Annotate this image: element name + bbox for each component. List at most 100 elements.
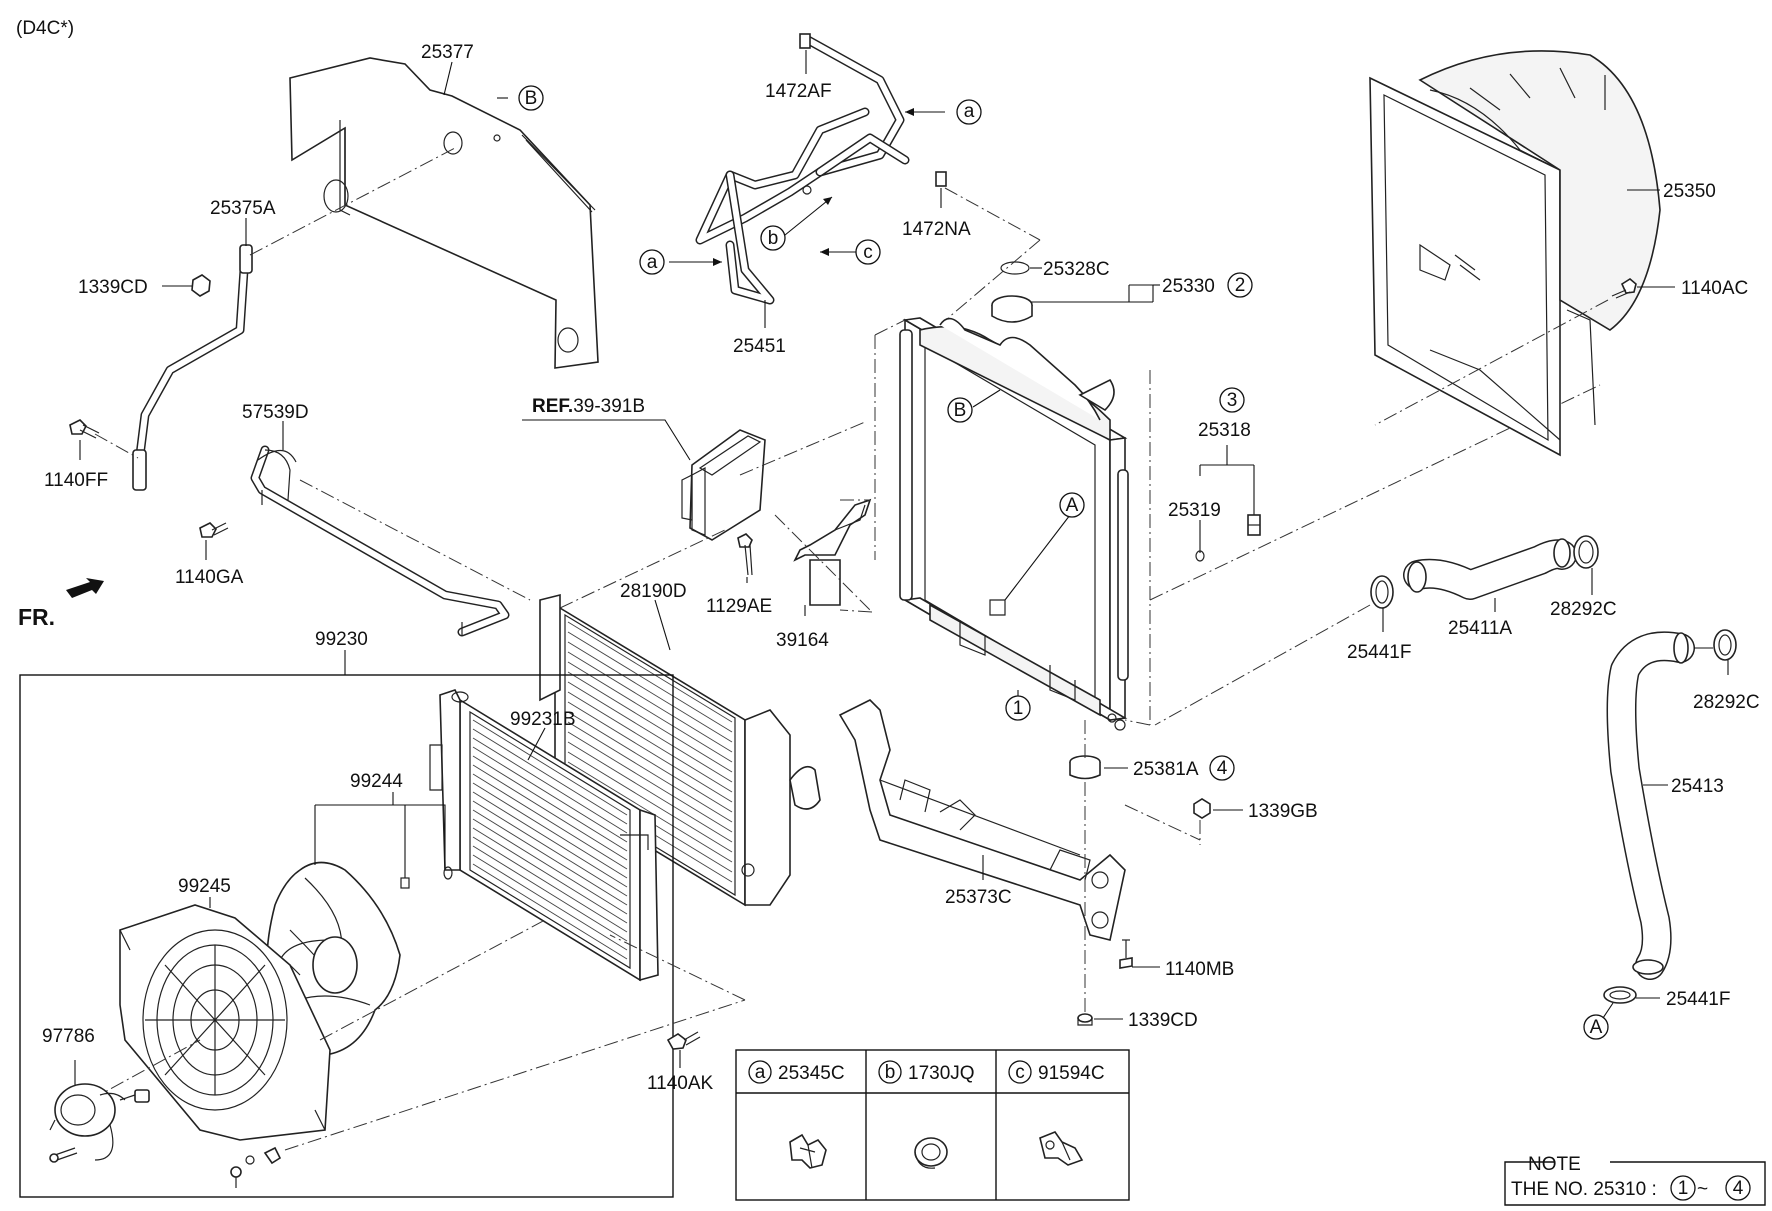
bolt-1129AE [737,533,753,576]
label-1140AK: 1140AK [647,1073,714,1094]
label-99230: 99230 [315,629,368,650]
label-39164: 39164 [776,630,829,651]
fin-line [567,761,733,863]
bracket-39164-part [793,498,872,606]
fin-line [567,701,733,803]
clip-25345C-icon [789,1133,827,1169]
cap-seal-25328C [1000,261,1030,275]
reference-bold: REF. [532,396,573,417]
bolt-1140MB [1119,939,1133,969]
fin-line [472,773,628,870]
intercooler-28190D-part [539,593,821,907]
callout-circle-B-top [518,85,544,111]
label-57539D: 57539D [242,402,309,423]
clip-1472AF [799,33,811,49]
legend-part-b: 1730JQ [908,1063,975,1084]
label-25377: 25377 [421,42,474,63]
fin-line [567,731,733,833]
lower-hose-25413-part [1606,631,1695,980]
legend-circle-b [878,1060,902,1084]
label-25413: 25413 [1671,776,1724,797]
label-1129AE: 1129AE [706,596,772,617]
label-28292C-lower: 28292C [1693,692,1760,713]
fin-line [472,782,628,879]
drain-seal-25319 [1195,550,1205,562]
callout-1: 1 [1013,698,1024,719]
label-99231B: 99231B [510,709,576,730]
fin-line [472,764,628,861]
fan-assembly-group-frame [19,674,674,1198]
clamp-28292C-lower [1713,629,1737,661]
label-25411A: 25411A [1448,618,1512,639]
label-1339CD-bottom: 1339CD [1128,1010,1198,1031]
fin-line [567,681,733,783]
small-screw-motor [49,1147,78,1163]
radiator-core-part [899,317,1129,731]
label-25318: 25318 [1198,420,1251,441]
label-1339GB: 1339GB [1248,801,1318,822]
legend-circle-a [748,1060,772,1084]
clamp-25441F-lower [1603,986,1637,1004]
label-28292C-upper: 28292C [1550,599,1617,620]
note-title: NOTE [1528,1154,1581,1175]
callout-circle-2 [1227,272,1253,298]
callout-a-right: a [964,101,975,122]
label-28190D: 28190D [620,581,687,602]
fin-line [567,671,733,773]
legend-part-a: 25345C [778,1063,845,1084]
legend-letter-c: c [1015,1062,1025,1083]
fin-line [567,751,733,853]
legend-letter-b: b [885,1062,896,1083]
callout-a-left: a [647,252,658,273]
clamp-25441F-upper [1370,575,1394,609]
callout-circle-1 [1005,695,1031,721]
callout-A-hose: A [1590,1017,1603,1038]
callout-b: b [768,228,779,249]
fan-shroud-25350-part [1369,50,1661,457]
label-25328C: 25328C [1043,259,1110,280]
fin-line [472,737,628,834]
reference-label: REF.39-391B [532,396,645,417]
clamp-28292C-upper [1573,535,1599,569]
bolt-1140AC [1611,278,1637,299]
small-screw-shroud [230,1146,282,1188]
callout-circle-3 [1219,387,1245,413]
upper-shroud-part [289,57,599,369]
label-1140FF: 1140FF [44,470,108,491]
callout-circle-b [760,225,786,251]
note-separator: ~ [1697,1179,1708,1200]
fin-line [472,827,628,924]
callout-B-top: B [525,88,538,109]
fin-line [567,661,733,763]
callout-circle-a-left [639,249,665,275]
fin-line [472,791,628,888]
fin-line [567,641,733,743]
upper-hose-25411A-part [1403,538,1577,600]
overflow-hose-part [695,35,910,305]
condenser-fins [472,719,628,960]
note-from: 1 [1678,1178,1689,1199]
fin-line [472,809,628,906]
fin-line [472,800,628,897]
legend-circle-c [1008,1060,1032,1084]
label-25319: 25319 [1168,500,1221,521]
label-1140MB: 1140MB [1165,959,1234,980]
front-arrow-icon [66,578,104,598]
callout-3: 3 [1227,390,1238,411]
bolt-1140GA [199,522,229,538]
note-box: NOTE THE NO. 25310 : 1 ~ 4 [1504,1154,1766,1206]
label-1472NA: 1472NA [902,219,971,240]
callout-circle-4 [1209,755,1235,781]
clip-legend-table: a 25345C b 1730JQ c 91594C [735,1049,1130,1201]
fin-line [567,691,733,793]
fin-line [567,711,733,813]
legend-letter-a: a [755,1062,766,1083]
label-25330: 25330 [1162,276,1215,297]
callout-2: 2 [1235,275,1246,296]
drain-plug-25318 [1247,514,1261,536]
label-1140GA: 1140GA [175,567,244,588]
label-25375A: 25375A [210,198,276,219]
ecu-module [681,429,766,541]
callout-circle-c [855,239,881,265]
callout-circle-A-hose [1583,1014,1609,1040]
